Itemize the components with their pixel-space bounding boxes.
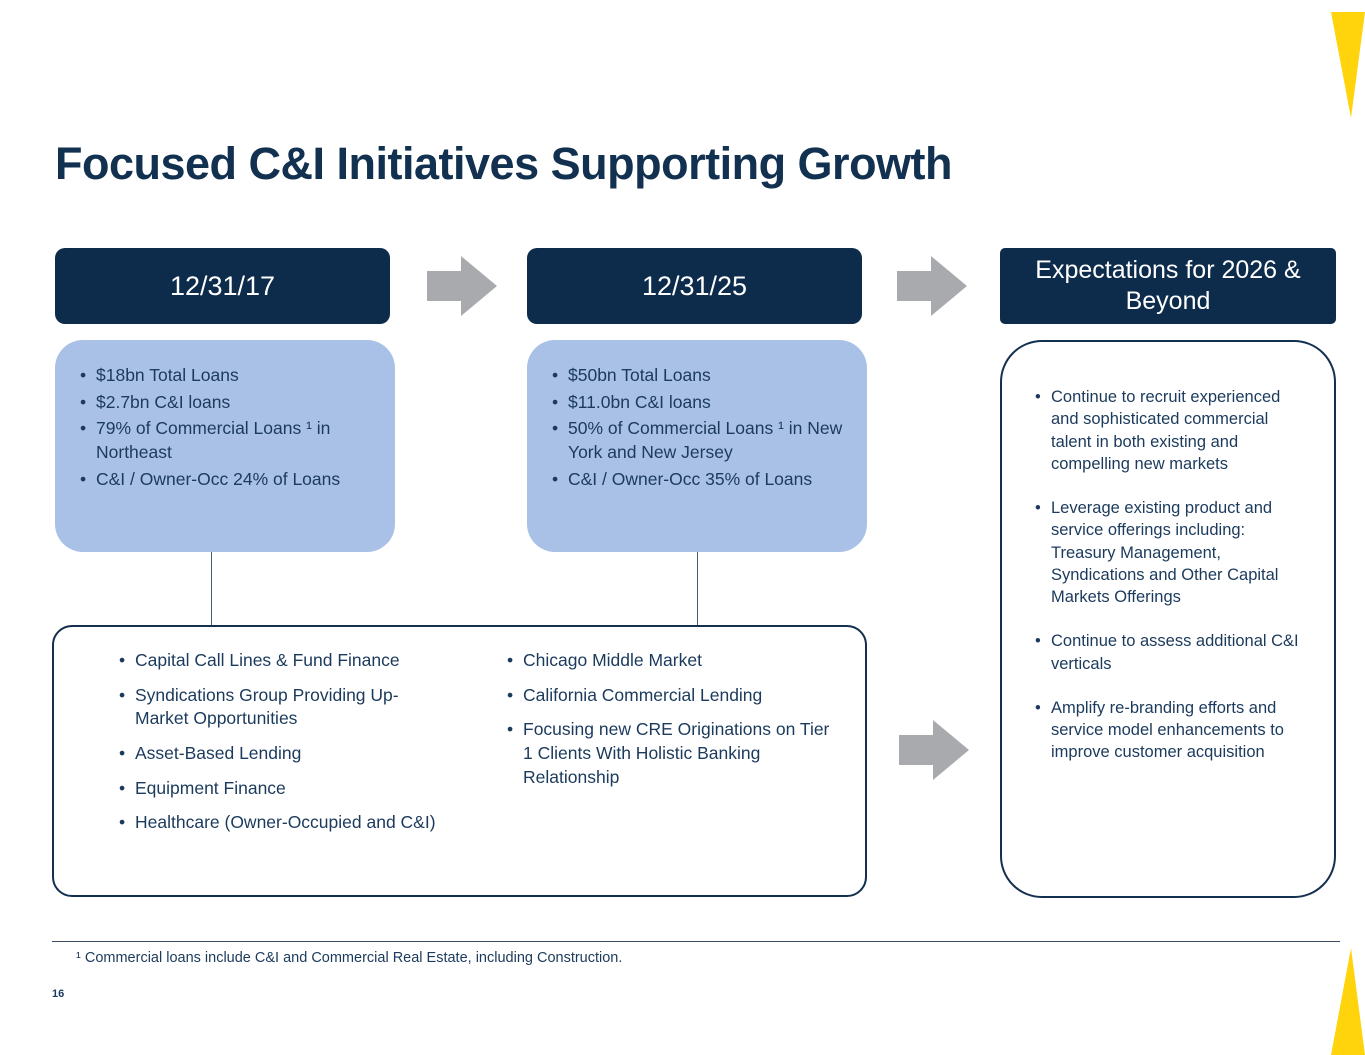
summary-box-12-31-17: $18bn Total Loans $2.7bn C&I loans 79% o… bbox=[55, 340, 395, 552]
arrow-right-icon bbox=[897, 256, 967, 316]
expectations-box: Continue to recruit experienced and soph… bbox=[1000, 340, 1336, 898]
list-item: $50bn Total Loans bbox=[549, 364, 847, 388]
summary-box-12-31-25: $50bn Total Loans $11.0bn C&I loans 50% … bbox=[527, 340, 867, 552]
footnote-divider bbox=[52, 941, 1340, 942]
list-item: C&I / Owner-Occ 24% of Loans bbox=[77, 468, 375, 492]
list-item: Leverage existing product and service of… bbox=[1032, 497, 1308, 608]
list-item: $18bn Total Loans bbox=[77, 364, 375, 388]
expectations-list: Continue to recruit experienced and soph… bbox=[1032, 386, 1308, 764]
list-item: California Commercial Lending bbox=[504, 684, 834, 708]
initiatives-list-right: Chicago Middle Market California Commerc… bbox=[504, 649, 834, 789]
header-label: 12/31/17 bbox=[169, 270, 276, 301]
list-item: $11.0bn C&I loans bbox=[549, 391, 847, 415]
page-number: 16 bbox=[52, 988, 65, 1000]
header-box-12-31-17: 12/31/17 bbox=[55, 248, 390, 324]
yellow-wedge-top-right-icon bbox=[1331, 12, 1365, 118]
arrow-right-icon bbox=[899, 720, 969, 780]
list-item: $2.7bn C&I loans bbox=[77, 391, 375, 415]
list-item: Capital Call Lines & Fund Finance bbox=[116, 649, 446, 673]
list-item: C&I / Owner-Occ 35% of Loans bbox=[549, 468, 847, 492]
initiatives-left-column: Capital Call Lines & Fund Finance Syndic… bbox=[116, 649, 446, 879]
initiatives-box: Capital Call Lines & Fund Finance Syndic… bbox=[52, 625, 867, 897]
yellow-wedge-bottom-right-icon bbox=[1331, 948, 1365, 1055]
page-title: Focused C&I Initiatives Supporting Growt… bbox=[55, 138, 953, 189]
connector-line-middle bbox=[697, 552, 698, 625]
list-item: 50% of Commercial Loans ¹ in New York an… bbox=[549, 417, 847, 464]
list-item: Chicago Middle Market bbox=[504, 649, 834, 673]
list-item: Asset-Based Lending bbox=[116, 742, 446, 766]
list-item: Continue to recruit experienced and soph… bbox=[1032, 386, 1308, 475]
arrow-right-icon bbox=[427, 256, 497, 316]
list-item: 79% of Commercial Loans ¹ in Northeast bbox=[77, 417, 375, 464]
header-label: Expectations for 2026 & Beyond bbox=[1035, 255, 1301, 315]
list-item: Amplify re-branding efforts and service … bbox=[1032, 697, 1308, 764]
header-box-expectations: Expectations for 2026 & Beyond bbox=[1000, 248, 1336, 324]
summary-list: $50bn Total Loans $11.0bn C&I loans 50% … bbox=[549, 364, 847, 491]
list-item: Equipment Finance bbox=[116, 777, 446, 801]
footnote-text: ¹ Commercial loans include C&I and Comme… bbox=[76, 950, 623, 966]
list-item: Focusing new CRE Originations on Tier 1 … bbox=[504, 718, 834, 789]
header-box-12-31-25: 12/31/25 bbox=[527, 248, 862, 324]
connector-line-left bbox=[211, 552, 212, 625]
summary-list: $18bn Total Loans $2.7bn C&I loans 79% o… bbox=[77, 364, 375, 491]
list-item: Healthcare (Owner-Occupied and C&I) bbox=[116, 811, 446, 835]
list-item: Syndications Group Providing Up-Market O… bbox=[116, 684, 446, 731]
list-item: Continue to assess additional C&I vertic… bbox=[1032, 630, 1308, 675]
initiatives-right-column: Chicago Middle Market California Commerc… bbox=[504, 649, 834, 879]
header-label: 12/31/25 bbox=[641, 270, 748, 301]
initiatives-list-left: Capital Call Lines & Fund Finance Syndic… bbox=[116, 649, 446, 835]
